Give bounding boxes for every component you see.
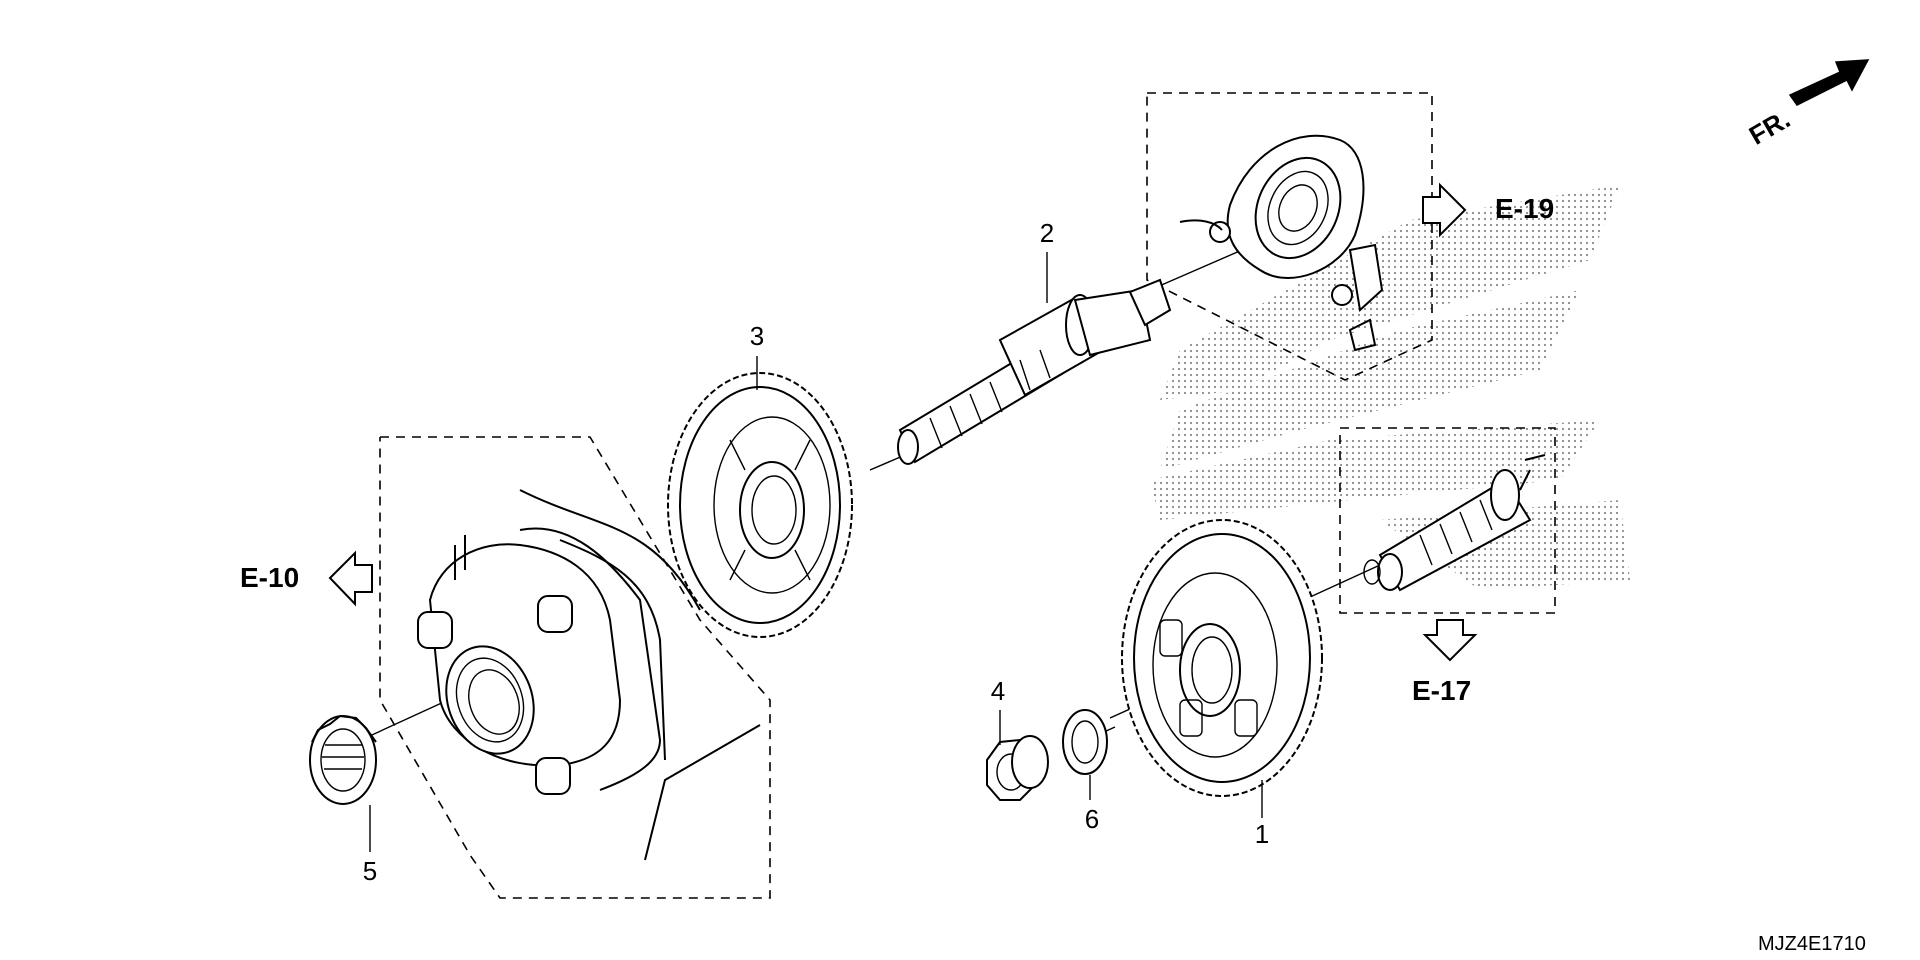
background-wing-watermark xyxy=(1150,185,1630,590)
bearing-holder-dashed-box xyxy=(1146,92,1433,381)
ref-label-e19[interactable]: E-19 xyxy=(1495,193,1554,224)
part-2-shaft xyxy=(897,278,1172,465)
output-shaft xyxy=(1363,454,1546,592)
callout-3: 3 xyxy=(750,321,764,351)
crankcase-dashed-box xyxy=(379,436,771,899)
ref-arrow-e17-icon xyxy=(1422,619,1478,662)
front-arrow-icon xyxy=(1788,59,1870,106)
callout-5: 5 xyxy=(363,856,377,886)
drawing-code: MJZ4E1710 xyxy=(1758,933,1866,955)
ref-label-e10[interactable]: E-10 xyxy=(240,562,299,593)
ref-arrow-e10-icon xyxy=(328,550,373,607)
ref-arrow-e19-icon xyxy=(1422,182,1467,238)
bearing-holder xyxy=(1179,134,1384,352)
part-4-flange-nut xyxy=(986,735,1049,801)
shaft-dashed-box xyxy=(1339,427,1556,614)
part-5-castle-nut xyxy=(309,714,377,805)
callout-6: 6 xyxy=(1085,804,1099,834)
part-3-gear xyxy=(667,372,853,638)
part-6-washer xyxy=(1062,709,1108,775)
crankcase-housing xyxy=(417,489,761,861)
front-label: FR. xyxy=(1744,104,1795,151)
ref-label-e17[interactable]: E-17 xyxy=(1412,675,1471,706)
callout-1: 1 xyxy=(1255,819,1269,849)
callout-2: 2 xyxy=(1040,218,1054,248)
part-1-gear xyxy=(1121,519,1323,797)
callout-4: 4 xyxy=(991,676,1005,706)
callout-leaders xyxy=(369,252,1263,852)
